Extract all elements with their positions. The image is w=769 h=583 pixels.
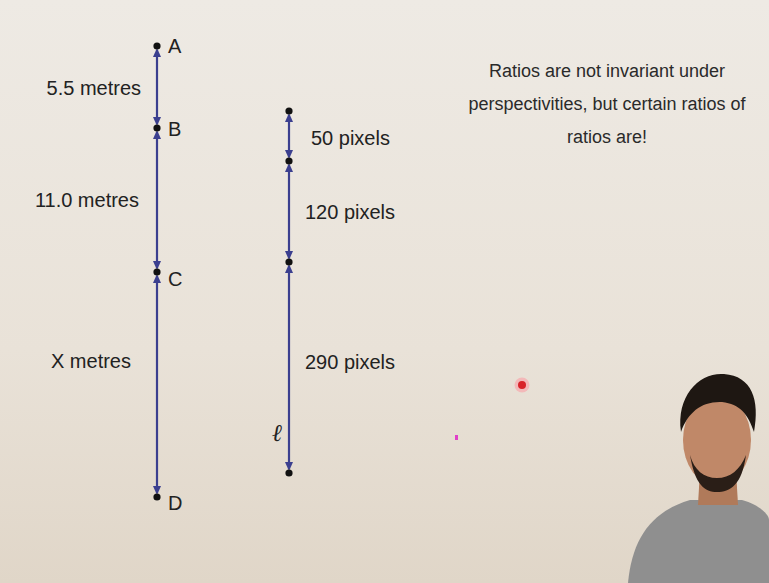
dimension-label: 50 pixels (311, 126, 390, 150)
point-label: C (168, 267, 182, 291)
point-label: A (168, 34, 181, 58)
line-name: ℓ (272, 419, 282, 448)
dimension-label: X metres (51, 349, 131, 373)
presenter-figure (628, 374, 769, 583)
arrow-heads (153, 48, 293, 495)
note-text: Ratios are not invariant under perspecti… (457, 55, 757, 154)
point-label: B (168, 117, 181, 141)
dimension-label: 120 pixels (305, 200, 395, 224)
point-dots (153, 42, 292, 500)
dimension-label: 11.0 metres (35, 188, 139, 212)
dimension-label: 5.5 metres (47, 76, 141, 100)
segment-lines (157, 50, 289, 493)
point-label: D (168, 491, 182, 515)
dimension-label: 290 pixels (305, 350, 395, 374)
pointer-mark (455, 435, 458, 440)
pointer-dot (515, 378, 530, 393)
